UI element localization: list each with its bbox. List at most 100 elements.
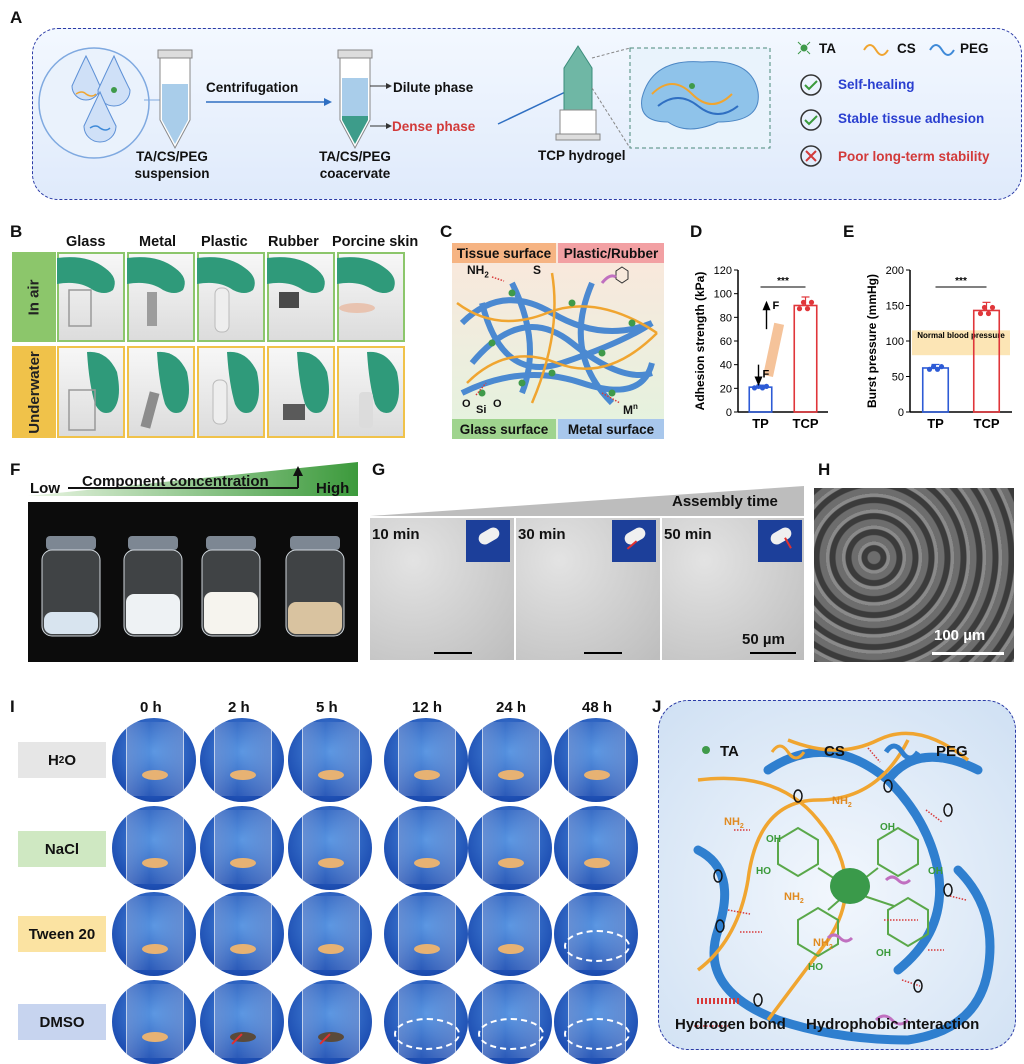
vial-photo xyxy=(112,806,196,890)
vial-photo xyxy=(288,892,372,976)
vial-glass xyxy=(302,984,360,1058)
panel-label-b: B xyxy=(10,222,23,241)
time-30min: 30 min xyxy=(518,526,566,543)
o2-label: O xyxy=(493,398,502,410)
dissolved-outline xyxy=(394,1018,460,1050)
band-label: Normal blood pressure xyxy=(917,331,1005,340)
tissue-strip xyxy=(763,322,785,377)
y-tick-label: 100 xyxy=(886,336,904,348)
legend-ta: TA xyxy=(819,41,836,56)
concentration-title: Component concentration xyxy=(82,473,269,490)
hydrogel-sample xyxy=(142,1032,168,1042)
vial-photo xyxy=(468,980,552,1064)
scale-label-h: 100 µm xyxy=(934,627,986,644)
vial-glass xyxy=(214,722,272,796)
suspension-caption: TA/CS/PEG suspension xyxy=(122,148,222,182)
vial-glass xyxy=(568,722,626,796)
glass-surface-label: Glass surface xyxy=(452,419,556,439)
y-axis-label: Burst pressure (mmHg) xyxy=(865,274,879,408)
hydrogel-sample xyxy=(142,770,168,780)
assembly-wedge xyxy=(370,486,804,516)
col-rubber: Rubber xyxy=(268,234,319,250)
panel-label-g: G xyxy=(372,460,386,479)
data-point xyxy=(808,299,815,305)
time-header-4: 24 h xyxy=(496,699,527,716)
data-point xyxy=(938,364,945,370)
low-label: Low xyxy=(30,480,60,497)
row-label-underwater: Underwater xyxy=(12,346,56,438)
dilute-phase-label: Dilute phase xyxy=(393,80,474,95)
vial-photo xyxy=(468,718,552,802)
vial-glass xyxy=(398,722,456,796)
data-point xyxy=(934,366,941,372)
vial-glass xyxy=(482,810,540,884)
force-label-bottom: F xyxy=(763,369,770,381)
force-label-top: F xyxy=(773,300,780,312)
hydrogel-sample xyxy=(230,770,256,780)
panel-label-c: C xyxy=(440,222,453,241)
assembly-time-label: Assembly time xyxy=(672,493,778,510)
panel-label-j: J xyxy=(652,697,662,716)
data-point xyxy=(989,304,996,311)
time-header-2: 5 h xyxy=(316,699,338,716)
vials-drawing xyxy=(41,536,345,637)
inset-10min xyxy=(466,520,510,562)
data-point xyxy=(796,306,803,312)
hydrogel-sample xyxy=(142,944,168,954)
time-header-0: 0 h xyxy=(140,699,162,716)
concentration-wedge xyxy=(28,462,358,496)
row-nacl: NaCl xyxy=(18,831,106,867)
normal-bp-band xyxy=(912,330,1010,356)
coacervate-caption: TA/CS/PEG coacervate xyxy=(305,148,405,182)
photo-rubber-water xyxy=(267,346,335,438)
y-tick-label: 50 xyxy=(892,372,904,384)
scale-bar-50 xyxy=(750,652,796,654)
centrifugation-label: Centrifugation xyxy=(206,80,299,95)
data-point xyxy=(800,299,807,305)
data-point xyxy=(759,385,766,391)
panel-label-h: H xyxy=(818,460,831,479)
data-point xyxy=(926,366,933,372)
j-hydrophobic: Hydrophobic interaction xyxy=(806,1016,980,1033)
si-label: Si xyxy=(476,404,487,416)
vial-glass xyxy=(398,896,456,970)
j-oh-d: OH xyxy=(876,948,891,959)
hydrogel-sample xyxy=(318,1032,344,1042)
nh2-label: NH2 xyxy=(467,263,489,280)
y-tick-label: 150 xyxy=(886,301,904,313)
tissue-surface-label: Tissue surface xyxy=(452,243,556,263)
hydrogel-sample xyxy=(318,770,344,780)
vial-glass xyxy=(214,896,272,970)
legend-peg: PEG xyxy=(960,41,989,56)
mn-label: Mn xyxy=(623,402,638,417)
vial-glass xyxy=(126,896,184,970)
high-label: High xyxy=(316,480,350,497)
col-plastic: Plastic xyxy=(201,234,248,250)
y-tick-label: 0 xyxy=(898,407,904,419)
x-tick-label: TCP xyxy=(793,416,819,431)
vial-photo xyxy=(112,980,196,1064)
scale-bar-30 xyxy=(584,652,622,654)
s-label: S xyxy=(533,263,542,277)
y-tick-label: 100 xyxy=(714,289,732,301)
vial-photo xyxy=(288,718,372,802)
y-tick-label: 0 xyxy=(726,407,732,419)
vial-photo xyxy=(554,718,638,802)
dissolved-outline xyxy=(478,1018,544,1050)
j-nh2-b: NH2 xyxy=(832,795,852,810)
y-tick-label: 20 xyxy=(720,383,732,395)
vial-photo xyxy=(384,980,468,1064)
data-point xyxy=(985,310,992,317)
data-point xyxy=(804,306,811,312)
y-tick-label: 40 xyxy=(720,360,732,372)
significance-label: *** xyxy=(955,276,967,287)
x-tick-label: TP xyxy=(927,416,944,431)
dissolved-outline xyxy=(564,1018,630,1050)
hydrogel-sample xyxy=(498,858,524,868)
time-10min: 10 min xyxy=(372,526,420,543)
j-nh2-d: NH2 xyxy=(813,937,833,952)
hydrogel-sample xyxy=(498,944,524,954)
